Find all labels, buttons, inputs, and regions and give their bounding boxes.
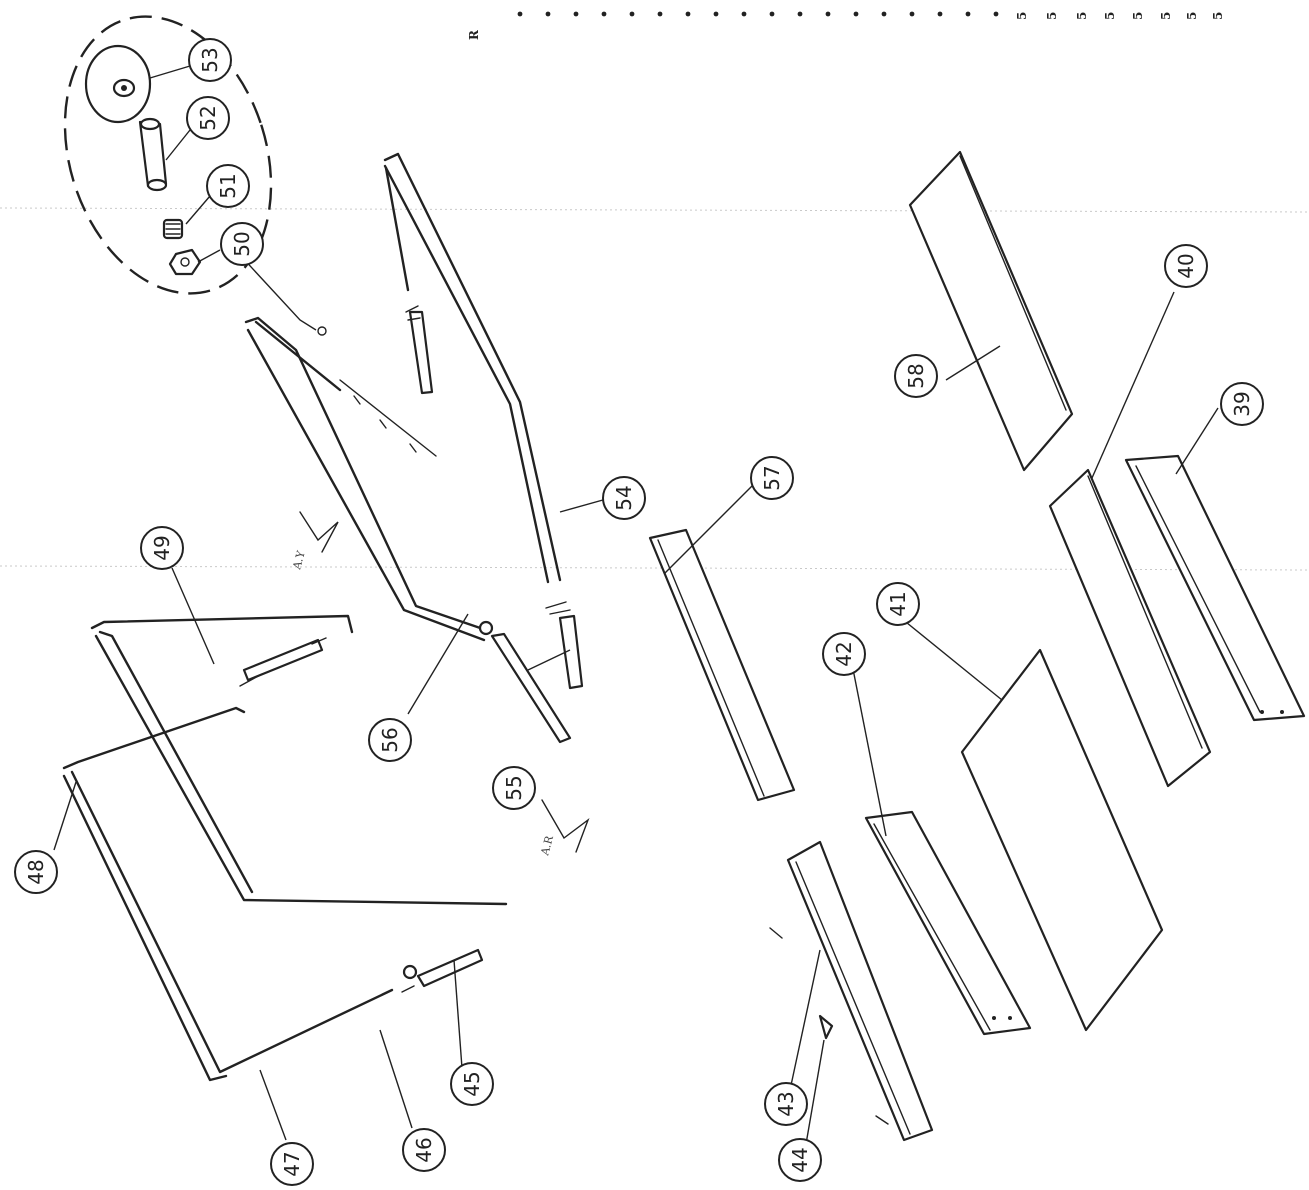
callout-55: 55 bbox=[492, 766, 536, 810]
callout-49: 49 bbox=[140, 526, 184, 570]
callout-41: 41 bbox=[876, 582, 920, 626]
frame-48-inner bbox=[70, 770, 394, 1074]
svg-text:5: 5 bbox=[1045, 12, 1059, 20]
callout-39: 39 bbox=[1220, 382, 1264, 426]
callout-52: 52 bbox=[186, 96, 230, 140]
panel-41 bbox=[960, 648, 1164, 1032]
panel-39 bbox=[1124, 454, 1306, 722]
panel-58 bbox=[908, 150, 1074, 472]
callout-46: 46 bbox=[402, 1128, 446, 1172]
detail-leader bbox=[239, 254, 317, 331]
frame-56-inner bbox=[246, 328, 486, 642]
svg-text:49: 49 bbox=[150, 535, 174, 560]
svg-text:5: 5 bbox=[1075, 12, 1089, 20]
callout-53: 53 bbox=[188, 38, 232, 82]
svg-text:42: 42 bbox=[832, 641, 856, 666]
side-marking-ay: A.Y bbox=[290, 511, 339, 572]
frame-54-inner bbox=[383, 164, 550, 584]
svg-text:5: 5 bbox=[1211, 12, 1225, 20]
parts-list-corner: R bbox=[467, 29, 481, 40]
svg-text:A.R: A.R bbox=[538, 834, 556, 858]
panel-42 bbox=[864, 810, 1032, 1036]
callout-51: 51 bbox=[206, 164, 250, 208]
callout-47: 47 bbox=[270, 1142, 314, 1186]
callout-42: 42 bbox=[822, 632, 866, 676]
svg-text:52: 52 bbox=[196, 105, 220, 130]
svg-text:A.Y: A.Y bbox=[290, 549, 308, 572]
svg-text:39: 39 bbox=[1230, 391, 1254, 416]
part-52-pin bbox=[138, 117, 168, 192]
callout-44: 44 bbox=[778, 1138, 822, 1182]
part-44-clip bbox=[818, 1014, 834, 1040]
callout-40: 40 bbox=[1164, 244, 1208, 288]
corner-text-0: R bbox=[467, 29, 481, 40]
svg-text:58: 58 bbox=[904, 363, 928, 388]
frame-54-pin bbox=[405, 305, 434, 395]
frame-54-outer bbox=[383, 152, 562, 582]
parts-list-dots bbox=[517, 11, 999, 17]
leader-lines bbox=[53, 65, 1219, 1145]
part-55-rod bbox=[490, 632, 572, 744]
svg-text:53: 53 bbox=[198, 47, 222, 72]
svg-text:43: 43 bbox=[774, 1091, 798, 1116]
callout-45: 45 bbox=[450, 1062, 494, 1106]
callout-56: 56 bbox=[368, 718, 412, 762]
part-51-spring bbox=[162, 218, 184, 240]
callout-58: 58 bbox=[894, 354, 938, 398]
svg-text:45: 45 bbox=[460, 1071, 484, 1096]
svg-text:47: 47 bbox=[280, 1151, 304, 1176]
frame-48-top bbox=[62, 706, 246, 770]
frame-56-outer bbox=[244, 316, 488, 632]
part-50-nut bbox=[168, 248, 202, 276]
detail-view-ellipse bbox=[63, 15, 273, 295]
frame-54-end-tube bbox=[545, 601, 584, 690]
svg-text:5: 5 bbox=[1015, 12, 1029, 20]
part-53-washer bbox=[84, 44, 152, 124]
svg-text:55: 55 bbox=[502, 775, 526, 800]
svg-text:54: 54 bbox=[612, 485, 636, 510]
scan-fold-line bbox=[0, 207, 1309, 213]
frame-48-pin bbox=[239, 637, 327, 687]
svg-text:5: 5 bbox=[1159, 12, 1173, 20]
frame-48-side bbox=[62, 774, 228, 1082]
callout-48: 48 bbox=[14, 850, 58, 894]
svg-text:56: 56 bbox=[378, 727, 402, 752]
frame-49-inner bbox=[98, 630, 254, 894]
frame-56-upper-brace bbox=[254, 320, 342, 392]
callout-50: 50 bbox=[220, 222, 264, 266]
svg-text:46: 46 bbox=[412, 1137, 436, 1162]
svg-text:48: 48 bbox=[24, 859, 48, 884]
frame-49-top bbox=[90, 614, 354, 634]
panel-57 bbox=[648, 528, 796, 802]
callout-43: 43 bbox=[764, 1082, 808, 1126]
svg-text:40: 40 bbox=[1174, 253, 1198, 278]
svg-text:50: 50 bbox=[230, 231, 254, 256]
panel-40 bbox=[1048, 468, 1212, 788]
frame-54-brace bbox=[384, 166, 410, 292]
svg-text:51: 51 bbox=[216, 173, 240, 198]
callout-57: 57 bbox=[750, 456, 794, 500]
part-45-rod bbox=[401, 948, 484, 993]
side-marking-ar: A.R bbox=[538, 799, 590, 858]
svg-text:5: 5 bbox=[1103, 12, 1117, 20]
frame-49-side bbox=[94, 634, 508, 906]
svg-text:57: 57 bbox=[760, 465, 784, 490]
svg-text:44: 44 bbox=[788, 1147, 812, 1172]
callout-54: 54 bbox=[602, 476, 646, 520]
frame-56-bolt bbox=[339, 379, 437, 457]
svg-text:5: 5 bbox=[1131, 12, 1145, 20]
panel-43 bbox=[769, 840, 934, 1142]
svg-text:5: 5 bbox=[1185, 12, 1199, 20]
parts-list-numbers: 5 5 5 5 5 5 5 5 bbox=[1015, 12, 1225, 20]
svg-text:41: 41 bbox=[886, 591, 910, 616]
